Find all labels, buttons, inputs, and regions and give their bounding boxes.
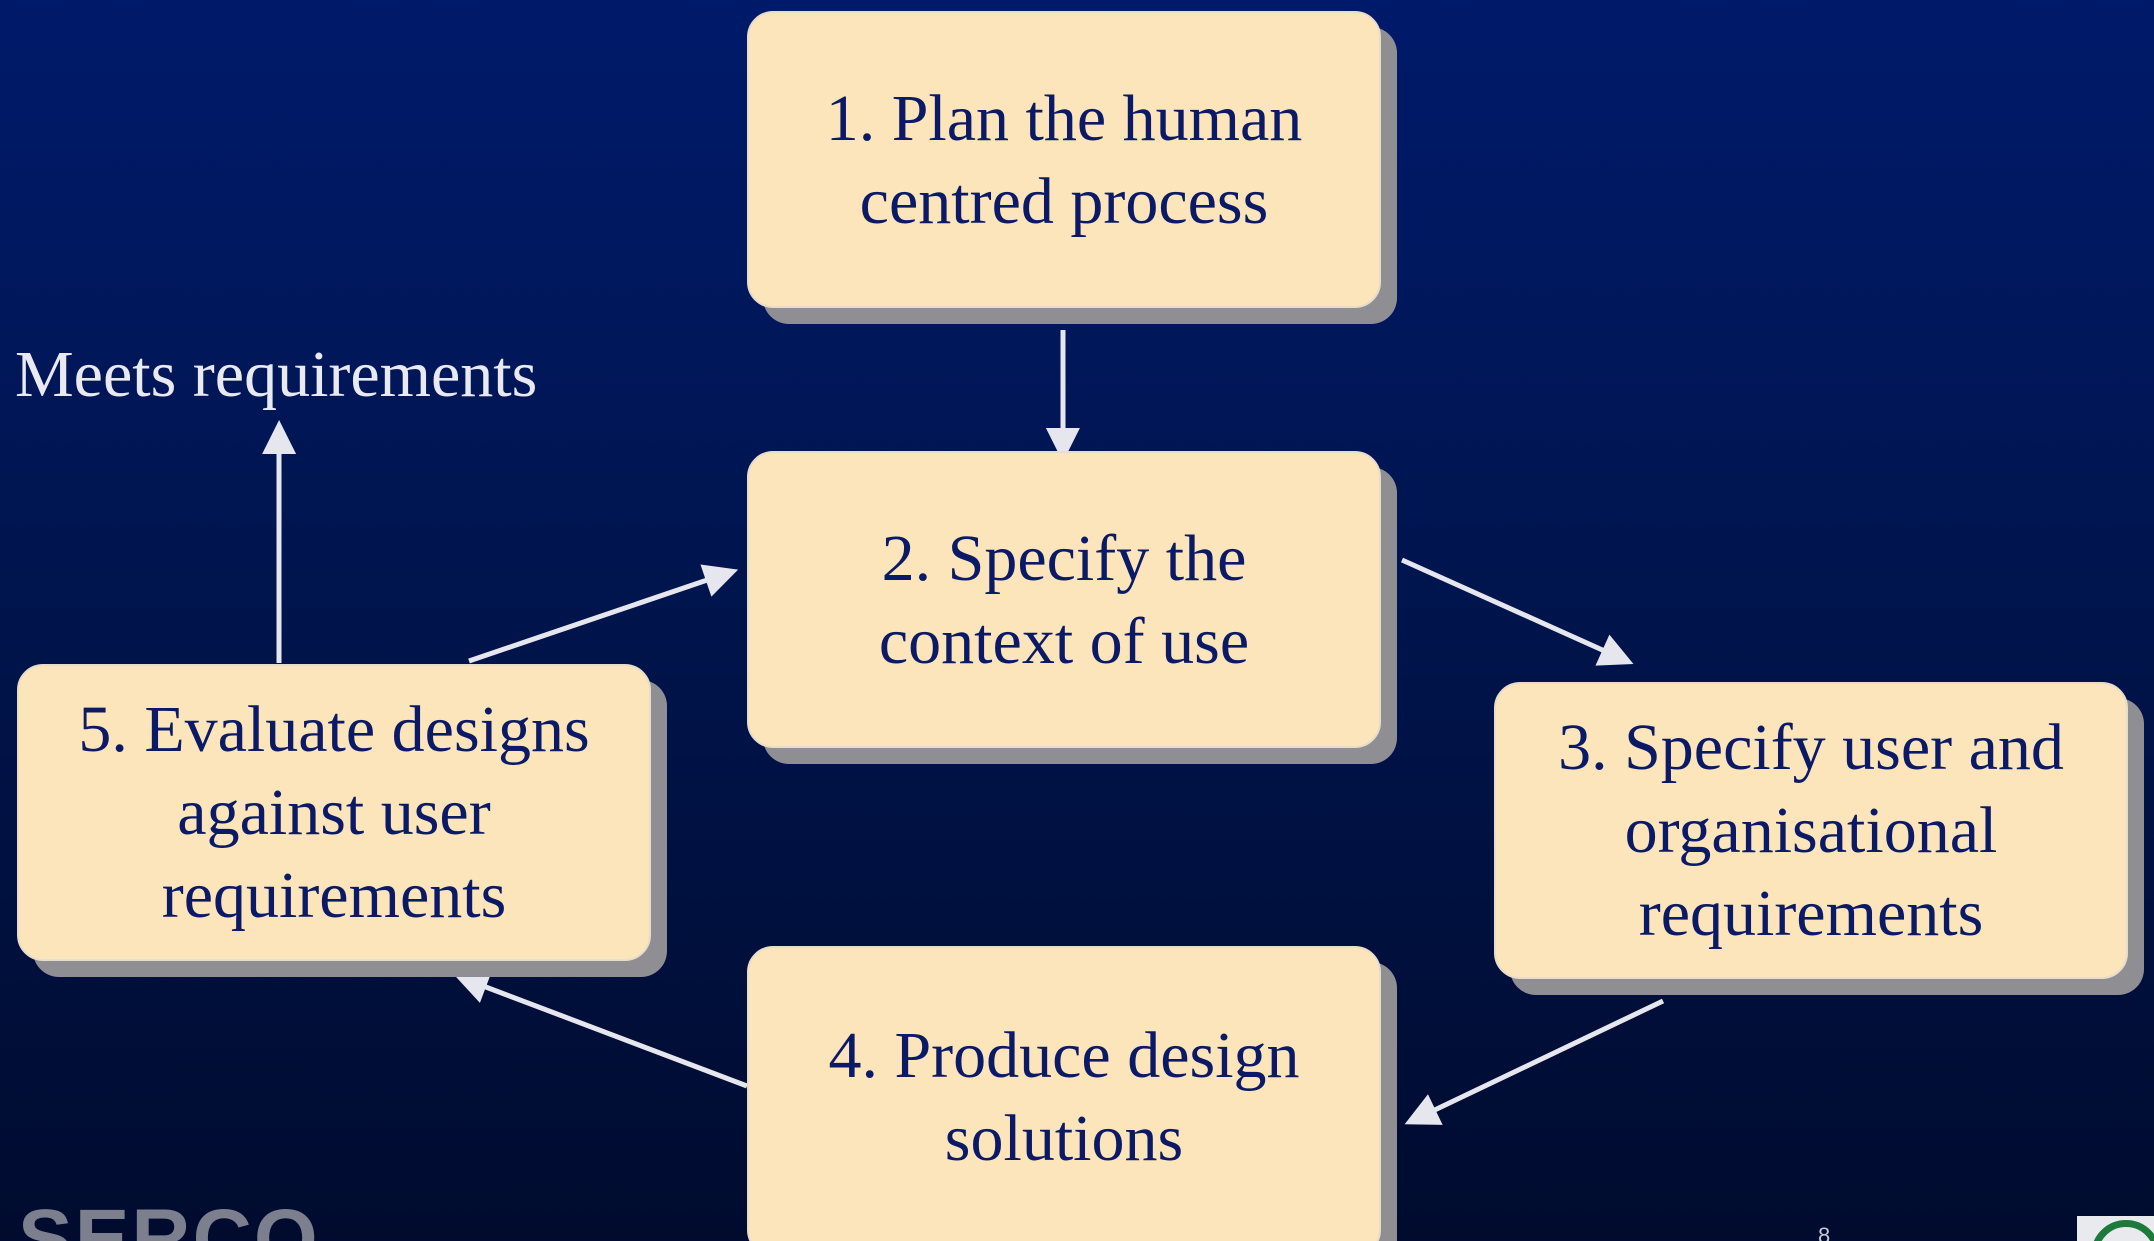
step-3-specify-requirements: 3. Specify user and organisational requi… [1494, 682, 2128, 979]
step-1-plan-process: 1. Plan the human centred process [747, 11, 1381, 308]
step-2-specify-context: 2. Specify the context of use [747, 451, 1381, 748]
step-5-evaluate-designs: 5. Evaluate designs against user require… [17, 664, 651, 961]
arrow-requirements-to-design [1404, 998, 1665, 1125]
arrow-context-to-requirements [1400, 557, 1634, 666]
corner-emblem-icon [2077, 1216, 2154, 1241]
arrow-evaluate-to-context [468, 564, 739, 664]
page-number: 8 [1818, 1223, 1831, 1241]
arrow-design-to-evaluate [454, 971, 748, 1089]
serco-logo: SERCO [18, 1193, 320, 1241]
step-4-produce-designs: 4. Produce design solutions [747, 946, 1381, 1241]
meets-requirements-label: Meets requirements [15, 338, 538, 411]
